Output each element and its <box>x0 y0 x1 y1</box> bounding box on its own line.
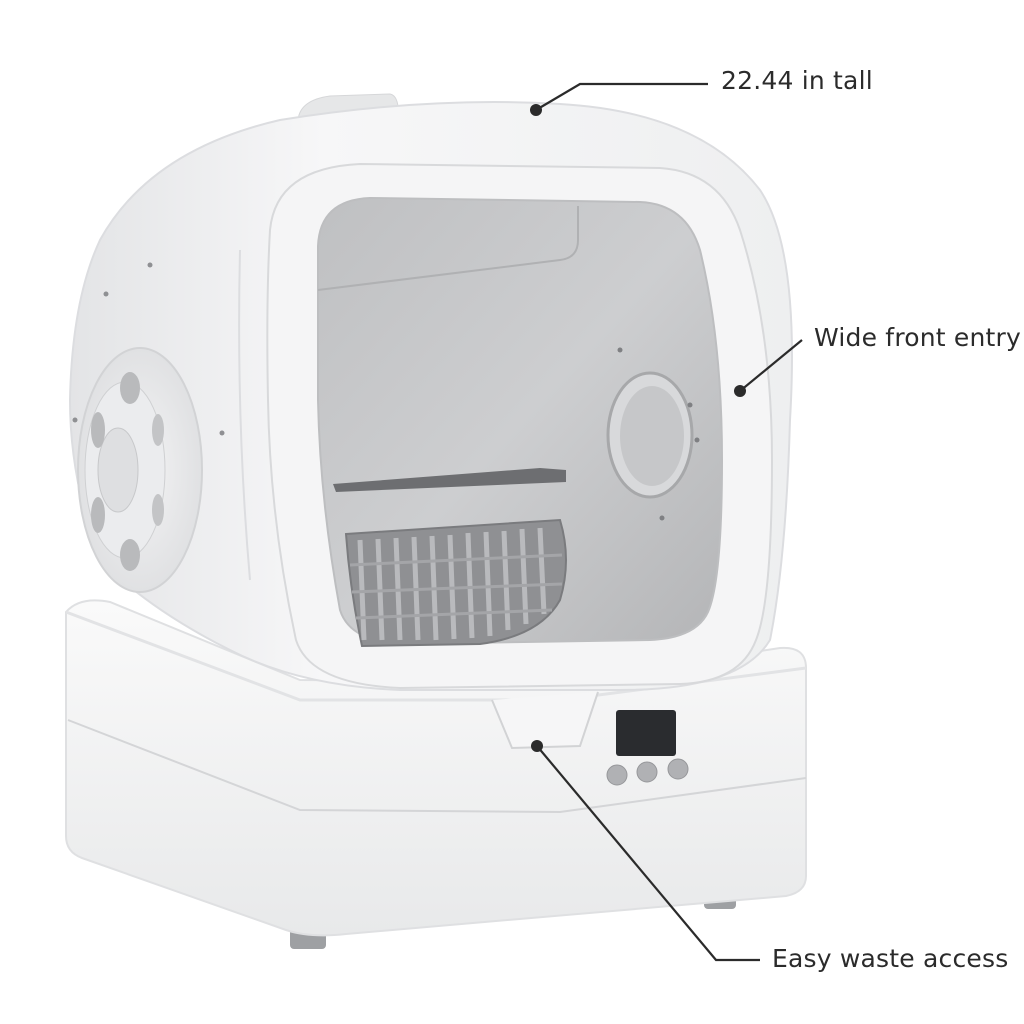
screw <box>147 262 153 268</box>
screw <box>103 291 109 297</box>
callout-entry-label: Wide front entry <box>814 323 1022 352</box>
control-button-2[interactable] <box>636 761 658 783</box>
callout-leader-waste <box>536 745 760 962</box>
interior-shelf <box>317 206 579 291</box>
hub-slot <box>152 414 164 446</box>
screw <box>617 347 623 353</box>
waste-drawer-notch <box>491 691 599 750</box>
callout-dot-height <box>530 104 542 116</box>
screw <box>72 417 78 423</box>
callout-height-label: 22.44 in tall <box>721 66 873 95</box>
callout-leader-entry <box>739 339 803 392</box>
side-hub-center <box>97 427 139 513</box>
callout-dot-entry <box>734 385 746 397</box>
screw <box>219 430 225 436</box>
drum-seam <box>238 249 251 581</box>
hub-slot <box>91 497 105 533</box>
callout-dot-waste <box>531 740 543 752</box>
callout-leader-height <box>535 82 708 111</box>
status-display <box>616 710 676 756</box>
grate-cross-bars <box>349 553 563 620</box>
screw <box>687 402 693 408</box>
rake-bar <box>333 468 566 492</box>
base-seam <box>67 719 807 814</box>
hub-slot <box>91 412 105 448</box>
screw <box>659 515 665 521</box>
screw <box>694 437 700 443</box>
control-button-1[interactable] <box>606 764 628 786</box>
callout-waste-label: Easy waste access <box>772 944 1009 973</box>
hub-slot <box>120 372 140 404</box>
control-button-3[interactable] <box>667 758 689 780</box>
interior-window-glass <box>620 386 684 486</box>
hub-slot <box>120 539 140 571</box>
hub-slot <box>152 494 164 526</box>
